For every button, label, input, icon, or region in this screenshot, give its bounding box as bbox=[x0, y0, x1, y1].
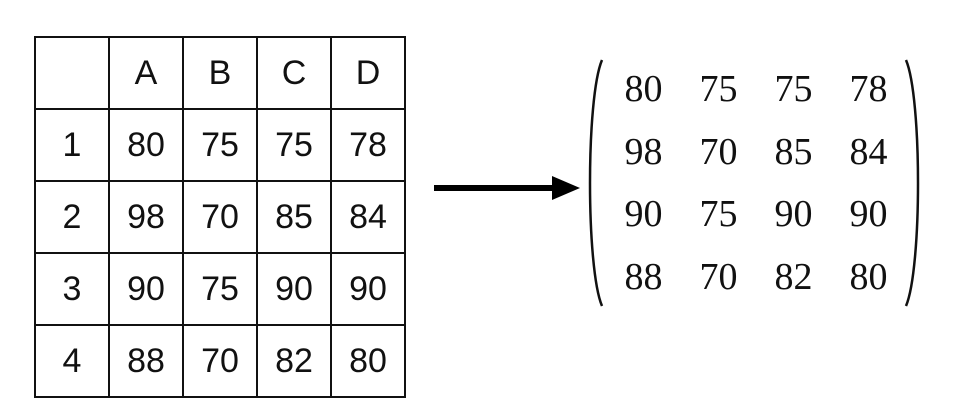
table-cell: 90 bbox=[330, 252, 406, 326]
table-cell: 70 bbox=[182, 180, 258, 254]
matrix-cell: 70 bbox=[699, 255, 738, 298]
left-paren-icon bbox=[588, 59, 604, 307]
matrix-cell: 98 bbox=[624, 130, 663, 173]
table-row: 3 90 75 90 90 bbox=[34, 252, 406, 326]
matrix-cell: 88 bbox=[624, 255, 663, 298]
row-label: 1 bbox=[34, 108, 110, 182]
matrix-cell: 70 bbox=[699, 130, 738, 173]
table-cell: 80 bbox=[108, 108, 184, 182]
table-cell: 85 bbox=[256, 180, 332, 254]
column-header-c: C bbox=[256, 36, 332, 110]
table-cell: 90 bbox=[256, 252, 332, 326]
data-table: A B C D 1 80 75 75 78 2 98 70 85 84 3 90… bbox=[34, 36, 406, 398]
matrix-cell: 75 bbox=[699, 193, 738, 236]
table-cell: 78 bbox=[330, 108, 406, 182]
table-cell: 75 bbox=[182, 252, 258, 326]
table-cell: 70 bbox=[182, 324, 258, 398]
table-cell: 75 bbox=[256, 108, 332, 182]
row-label: 2 bbox=[34, 180, 110, 254]
matrix-cell: 80 bbox=[624, 68, 663, 111]
table-cell: 90 bbox=[108, 252, 184, 326]
matrix-grid: 80 75 75 78 98 70 85 84 90 75 90 90 88 7… bbox=[606, 58, 906, 308]
table-cell: 82 bbox=[256, 324, 332, 398]
matrix-cell: 75 bbox=[699, 68, 738, 111]
table-corner-cell bbox=[34, 36, 110, 110]
table-cell: 88 bbox=[108, 324, 184, 398]
matrix-cell: 90 bbox=[849, 193, 888, 236]
table-header-row: A B C D bbox=[34, 36, 406, 110]
table-cell: 80 bbox=[330, 324, 406, 398]
matrix-cell: 90 bbox=[774, 193, 813, 236]
right-arrow-icon bbox=[434, 176, 580, 200]
table-cell: 75 bbox=[182, 108, 258, 182]
matrix-cell: 84 bbox=[849, 130, 888, 173]
table-row: 1 80 75 75 78 bbox=[34, 108, 406, 182]
column-header-b: B bbox=[182, 36, 258, 110]
matrix-cell: 80 bbox=[849, 255, 888, 298]
table-row: 2 98 70 85 84 bbox=[34, 180, 406, 254]
column-header-d: D bbox=[330, 36, 406, 110]
table-row: 4 88 70 82 80 bbox=[34, 324, 406, 398]
matrix-cell: 75 bbox=[774, 68, 813, 111]
matrix-cell: 90 bbox=[624, 193, 663, 236]
row-label: 3 bbox=[34, 252, 110, 326]
row-label: 4 bbox=[34, 324, 110, 398]
matrix-cell: 78 bbox=[849, 68, 888, 111]
right-paren-icon bbox=[904, 59, 920, 307]
matrix-cell: 85 bbox=[774, 130, 813, 173]
matrix: 80 75 75 78 98 70 85 84 90 75 90 90 88 7… bbox=[584, 58, 924, 308]
matrix-cell: 82 bbox=[774, 255, 813, 298]
table-cell: 84 bbox=[330, 180, 406, 254]
table-cell: 98 bbox=[108, 180, 184, 254]
column-header-a: A bbox=[108, 36, 184, 110]
